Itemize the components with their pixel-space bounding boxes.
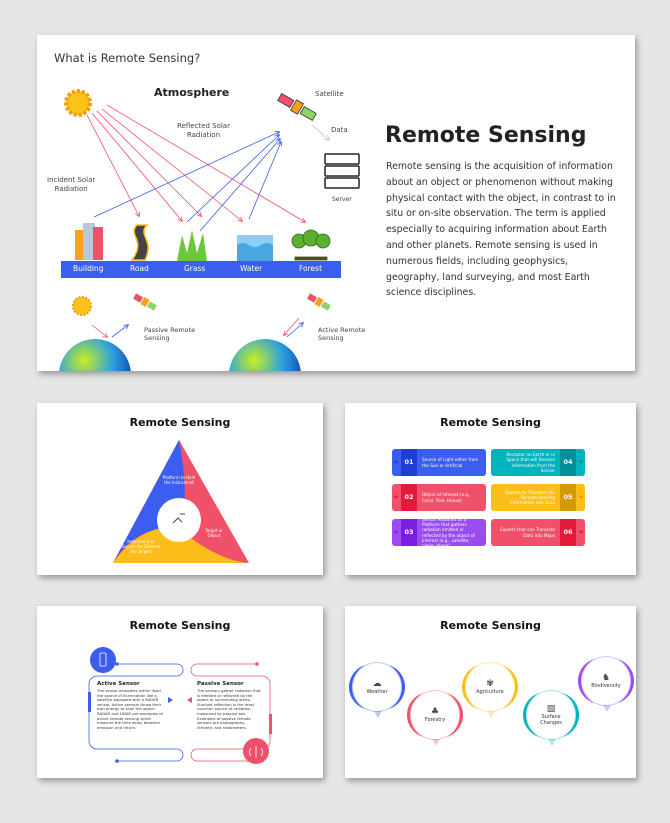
data-label: Data (331, 126, 348, 134)
ground-label-water: Water (240, 264, 263, 273)
card-text: Receptor on Earth or in Space that will … (506, 452, 555, 473)
process-card: ▶02 Object of Interest (e.g., Coral, Tree… (392, 484, 486, 511)
instrument-label: Instrument or Sensor (to Observe the Tar… (121, 539, 161, 554)
tree-icon: ♣ (430, 707, 440, 717)
card-text: Source of Light either from the Sun or A… (422, 457, 479, 468)
application-pin: ♞Biodiversity (581, 656, 631, 712)
active-earth (229, 293, 331, 371)
ground-label-building: Building (73, 264, 104, 273)
remote-icon (90, 647, 116, 673)
remote-sensing-diagram (59, 89, 360, 371)
passive-title: Passive Sensor (197, 681, 244, 687)
ground-bar (61, 261, 341, 278)
process-card: ◀06 Experts that can Translate Data into … (491, 519, 585, 546)
ground-label-road: Road (130, 264, 149, 273)
pin-label: Biodiversity (591, 683, 621, 689)
passive-text: The sensors gather radiation that is emi… (197, 688, 261, 730)
card-text: Sensor Mounted on a Platform that gather… (422, 516, 475, 548)
pin-tip (432, 739, 440, 746)
slide-components-triangle[interactable]: Remote Sensing Platform to Hold the Inst… (37, 403, 323, 575)
road-icon (130, 224, 149, 261)
arrow-left-icon: ◀ (578, 493, 583, 500)
application-pin: ☁Weather (352, 662, 402, 718)
process-card: ▶01 Source of Light either from the Sun o… (392, 449, 486, 476)
plant-icon: ✾ (486, 679, 494, 689)
grass-icon (177, 230, 207, 261)
card-text: Experts that can Translate Data into Map… (500, 527, 555, 538)
card-number: 03 (401, 519, 417, 546)
building-icon (75, 223, 103, 260)
sensor-frame (88, 647, 272, 764)
application-pin: ✾Agriculture (465, 662, 515, 718)
satellite-label: Satellite (315, 90, 344, 98)
card-text: Object of Interest (e.g., Coral, Tree, H… (422, 492, 471, 503)
arrow-left-icon: ◀ (578, 458, 583, 465)
arrow-right-icon: ▶ (394, 493, 399, 500)
card-text: System to Translate the Remote Sensing I… (505, 489, 555, 506)
water-icon (237, 235, 273, 261)
arrow-left-icon: ◀ (578, 528, 583, 535)
slide-title: Remote Sensing (129, 619, 231, 632)
platform-label: Platform to Hold the Instrument (162, 475, 196, 485)
pin-label: Agriculture (476, 689, 504, 695)
arrow-right-icon: ▶ (394, 458, 399, 465)
active-title: Active Sensor (97, 681, 140, 687)
card-number: 01 (401, 449, 417, 476)
active-text: The sensor embodies within itself the so… (97, 688, 163, 730)
server-label: Server (332, 196, 352, 203)
arrow-right-icon: ▶ (394, 528, 399, 535)
pin-label: Weather (366, 689, 388, 695)
slide-title: Remote Sensing (440, 416, 541, 429)
triangle-diagram (113, 440, 249, 563)
card-number: 05 (560, 484, 576, 511)
incident-radiation-arrows (86, 104, 305, 222)
cloud-rain-icon: ☁ (372, 679, 382, 689)
pin-label: Surface Changes (540, 714, 562, 726)
pin-tip (487, 711, 495, 718)
pin-tip (603, 705, 611, 712)
sun-icon (64, 89, 92, 117)
satellite-icon (172, 513, 185, 524)
passive-earth (59, 293, 157, 371)
slide-title: What is Remote Sensing? (54, 51, 201, 65)
slide-title: Remote Sensing (440, 619, 541, 632)
pin-tip (374, 711, 382, 718)
platform-segment (113, 440, 185, 563)
pin-tip (548, 739, 556, 746)
slide-what-is-remote-sensing[interactable]: What is Remote Sensing? Atmosphere Satel… (37, 35, 635, 371)
card-number: 04 (560, 449, 576, 476)
animals-icon: ♞ (601, 673, 611, 683)
forest-icon (291, 229, 331, 261)
pin-label: Forestry (424, 717, 446, 723)
heading: Remote Sensing (385, 123, 587, 148)
card-number: 06 (560, 519, 576, 546)
ground-label-grass: Grass (184, 264, 206, 273)
slide-active-passive[interactable]: Remote Sensing Active Sensor The sensor … (37, 606, 323, 778)
slide-applications[interactable]: Remote Sensing ☁Weather♣Forestry✾Agricul… (345, 606, 636, 778)
card-number: 02 (401, 484, 417, 511)
target-label: Target or Object (205, 528, 223, 538)
reflected-radiation-arrows (93, 132, 281, 232)
application-pin: ▧Surface Changes (526, 690, 576, 746)
application-pin: ♣Forestry (410, 690, 460, 746)
atmosphere-label: Atmosphere (154, 86, 230, 99)
ground-label-forest: Forest (299, 264, 323, 273)
arrow-left-icon (187, 697, 192, 703)
arrow-right-icon (168, 697, 173, 703)
center-circle (157, 498, 201, 542)
map-icon: ▧ (546, 704, 556, 714)
instrument-segment (113, 527, 249, 563)
process-card: ◀05 System to Translate the Remote Sensin… (491, 484, 585, 511)
satellite-icon (277, 92, 317, 122)
description: Remote sensing is the acquisition of inf… (386, 161, 616, 299)
server-icon (324, 153, 360, 189)
slide-title: Remote Sensing (129, 416, 231, 429)
